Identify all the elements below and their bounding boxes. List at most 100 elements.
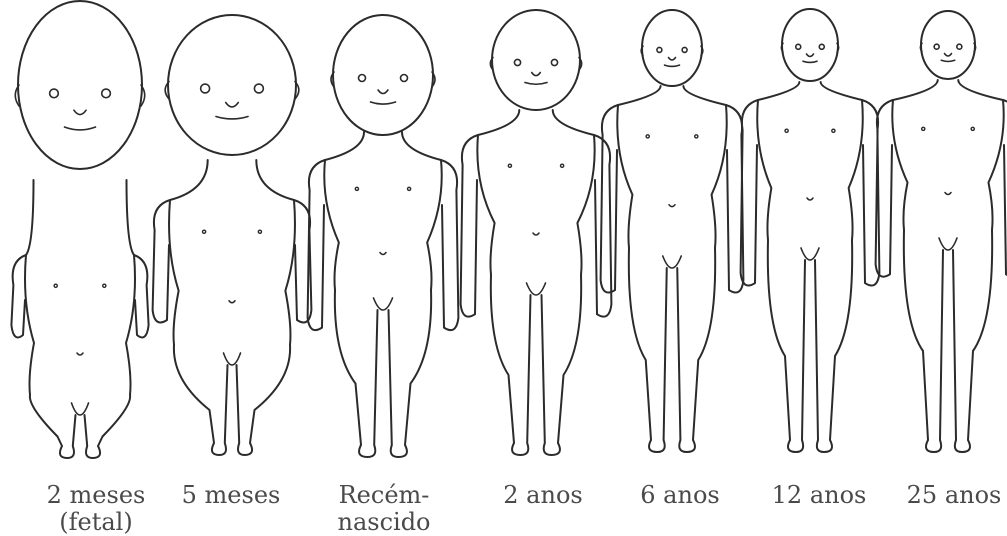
- crotch-recem-nascido: [374, 298, 393, 310]
- label-2-meses-line-1: 2 meses: [47, 482, 146, 509]
- right-leg-6-anos: [677, 248, 715, 452]
- right-nipple-5-meses: [258, 230, 261, 233]
- navel-recem-nascido: [380, 253, 386, 255]
- mouth-5-meses: [216, 117, 248, 119]
- mouth-6-anos: [665, 65, 680, 66]
- mouth-12-anos: [803, 61, 817, 62]
- left-arm-2-meses: [11, 255, 26, 337]
- navel-25-anos: [945, 193, 951, 195]
- right-nipple-25-anos: [971, 127, 974, 130]
- right-nipple-6-anos: [695, 135, 698, 138]
- label-2-meses-line-2: (fetal): [47, 509, 146, 536]
- nose-12-anos: [807, 54, 814, 57]
- label-recem-nascido-line-2: nascido: [337, 509, 430, 536]
- right-leg-2-meses: [85, 395, 131, 458]
- left-eye-12-anos: [796, 44, 801, 49]
- right-eye-5-meses: [254, 84, 263, 93]
- left-leg-12-anos: [768, 240, 805, 452]
- left-nipple-recem-nascido: [355, 187, 358, 190]
- navel-6-anos: [669, 205, 675, 207]
- torso-5-meses: [169, 160, 295, 345]
- label-recem-nascido: Recém- nascido: [337, 482, 430, 536]
- torso-2-anos: [477, 110, 594, 275]
- left-leg-2-anos: [491, 275, 531, 455]
- figure-25-anos: [876, 11, 1007, 452]
- left-eye-recem-nascido: [359, 75, 366, 82]
- left-leg-6-anos: [629, 248, 667, 452]
- label-2-meses: 2 meses (fetal): [47, 482, 146, 536]
- figure-recem-nascido: [308, 15, 459, 457]
- crotch-6-anos: [663, 256, 682, 268]
- figure-2-meses: [11, 1, 148, 458]
- mouth-2-anos: [525, 83, 547, 85]
- torso-recem-nascido: [324, 132, 441, 290]
- crotch-5-meses: [224, 353, 241, 365]
- nose-25-anos: [945, 54, 952, 57]
- left-arm-5-meses: [153, 200, 170, 322]
- left-eye-5-meses: [201, 84, 210, 93]
- right-leg-5-meses: [237, 345, 291, 455]
- right-arm-recem-nascido: [441, 160, 458, 330]
- navel-2-anos: [533, 233, 539, 235]
- left-leg-recem-nascido: [335, 290, 378, 457]
- left-eye-2-meses: [50, 89, 59, 98]
- right-leg-12-anos: [815, 240, 852, 452]
- right-eye-2-meses: [102, 89, 111, 98]
- right-eye-12-anos: [819, 44, 824, 49]
- torso-12-anos: [757, 82, 862, 240]
- head-6-anos: [642, 10, 702, 86]
- nose-5-meses: [226, 103, 239, 107]
- torso-25-anos: [892, 80, 1003, 230]
- left-nipple-6-anos: [646, 135, 649, 138]
- right-eye-recem-nascido: [401, 75, 408, 82]
- label-5-meses: 5 meses: [182, 482, 281, 509]
- right-eye-25-anos: [957, 44, 962, 49]
- left-leg-5-meses: [174, 345, 228, 455]
- right-leg-recem-nascido: [389, 290, 432, 457]
- label-25-anos: 25 anos: [907, 482, 1002, 509]
- left-nipple-25-anos: [922, 127, 925, 130]
- torso-2-meses: [25, 180, 135, 395]
- right-arm-2-meses: [134, 255, 149, 337]
- label-2-anos: 2 anos: [503, 482, 582, 509]
- figure-2-anos: [461, 10, 612, 455]
- head-25-anos: [921, 11, 975, 79]
- label-6-anos: 6 anos: [640, 482, 719, 509]
- label-25-anos-line-1: 25 anos: [907, 482, 1002, 509]
- crotch-2-anos: [527, 283, 546, 295]
- label-2-anos-line-1: 2 anos: [503, 482, 582, 509]
- label-12-anos-line-1: 12 anos: [772, 482, 867, 509]
- left-eye-25-anos: [934, 44, 939, 49]
- nose-2-anos: [532, 73, 541, 76]
- left-leg-25-anos: [904, 230, 943, 452]
- right-eye-2-anos: [551, 59, 557, 65]
- crotch-25-anos: [939, 238, 957, 250]
- nose-recem-nascido: [378, 90, 388, 94]
- right-leg-2-anos: [542, 275, 582, 455]
- nose-6-anos: [669, 58, 676, 61]
- mouth-recem-nascido: [371, 102, 396, 104]
- left-nipple-2-meses: [54, 284, 57, 287]
- figure-5-meses: [153, 15, 312, 455]
- head-2-meses: [18, 1, 142, 169]
- right-nipple-2-anos: [561, 164, 564, 167]
- nose-2-meses: [74, 110, 86, 114]
- figure-12-anos: [741, 9, 880, 452]
- left-eye-2-anos: [514, 59, 520, 65]
- right-leg-25-anos: [953, 230, 992, 452]
- left-leg-2-meses: [30, 395, 76, 458]
- head-recem-nascido: [333, 15, 433, 135]
- right-nipple-12-anos: [832, 129, 835, 132]
- label-recem-nascido-line-1: Recém-: [337, 482, 430, 509]
- left-eye-6-anos: [657, 47, 662, 52]
- label-12-anos: 12 anos: [772, 482, 867, 509]
- label-6-anos-line-1: 6 anos: [640, 482, 719, 509]
- torso-6-anos: [617, 86, 726, 248]
- navel-12-anos: [807, 198, 813, 200]
- figure-6-anos: [601, 10, 744, 452]
- left-nipple-12-anos: [785, 129, 788, 132]
- mouth-25-anos: [941, 60, 955, 61]
- right-eye-6-anos: [682, 47, 687, 52]
